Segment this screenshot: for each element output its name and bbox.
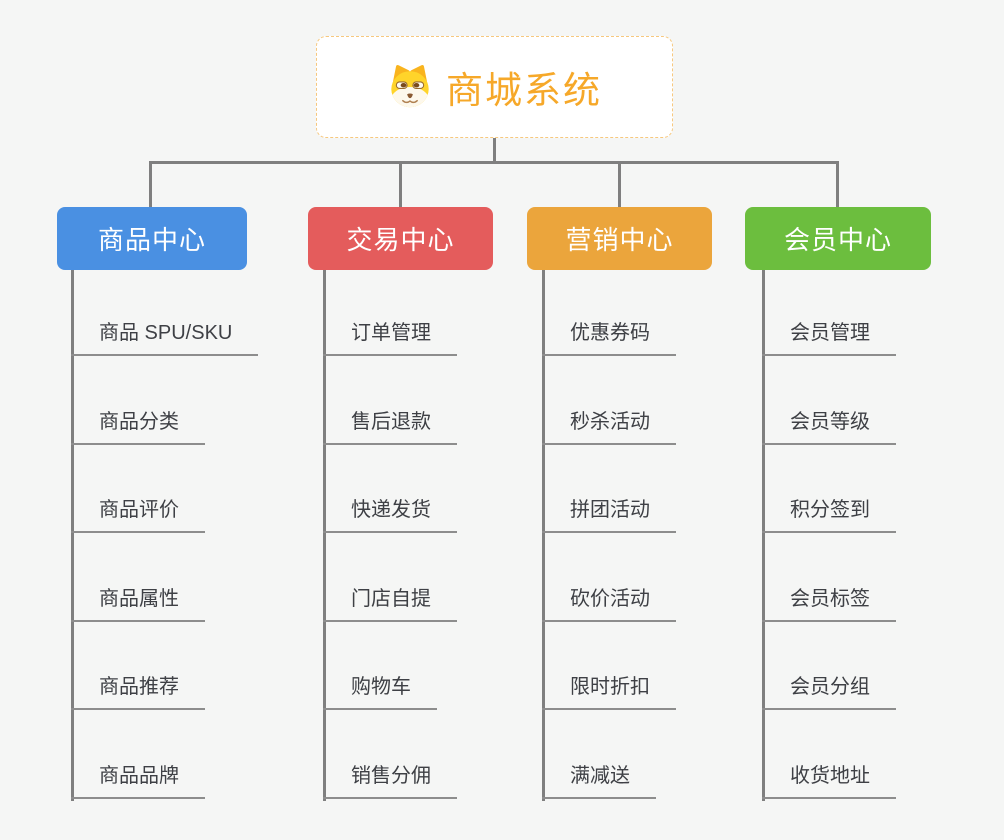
leaf-node[interactable]: 会员管理 [762, 320, 896, 356]
leaf-node[interactable]: 商品评价 [71, 497, 205, 533]
branch-drop-line [399, 161, 402, 209]
leaf-node[interactable]: 收货地址 [762, 763, 896, 799]
branch-trunk-line [542, 270, 545, 801]
branch-drop-line [618, 161, 621, 209]
leaf-node[interactable]: 售后退款 [323, 409, 457, 445]
leaf-node[interactable]: 积分签到 [762, 497, 896, 533]
branch-node-label: 会员中心 [783, 225, 892, 255]
branch-trunk-line [762, 270, 765, 801]
branch-drop-line [836, 161, 839, 209]
root-node[interactable]: 商城系统 [316, 36, 673, 138]
leaf-node[interactable]: 满减送 [542, 763, 656, 799]
branch-node-label: 商品中心 [97, 225, 206, 255]
dog-face-icon [387, 65, 433, 109]
branch-node-label: 交易中心 [346, 225, 455, 255]
leaf-node[interactable]: 商品分类 [71, 409, 205, 445]
branch-trunk-line [323, 270, 326, 801]
horizontal-connector-line [149, 161, 839, 164]
leaf-node[interactable]: 订单管理 [323, 320, 457, 356]
branch-drop-line [149, 161, 152, 209]
root-node-label: 商城系统 [446, 70, 602, 111]
branch-node-member-center[interactable]: 会员中心 [745, 207, 931, 270]
leaf-node[interactable]: 商品推荐 [71, 674, 205, 710]
leaf-node[interactable]: 秒杀活动 [542, 409, 676, 445]
leaf-node[interactable]: 拼团活动 [542, 497, 676, 533]
leaf-node[interactable]: 会员标签 [762, 586, 896, 622]
branch-trunk-line [71, 270, 74, 801]
leaf-node[interactable]: 会员分组 [762, 674, 896, 710]
root-connector-line [493, 138, 496, 164]
leaf-node[interactable]: 商品品牌 [71, 763, 205, 799]
leaf-node[interactable]: 快递发货 [323, 497, 457, 533]
leaf-node[interactable]: 门店自提 [323, 586, 457, 622]
leaf-node[interactable]: 优惠券码 [542, 320, 676, 356]
leaf-node[interactable]: 销售分佣 [323, 763, 457, 799]
leaf-node[interactable]: 购物车 [323, 674, 437, 710]
leaf-node[interactable]: 商品属性 [71, 586, 205, 622]
leaf-node[interactable]: 商品 SPU/SKU [71, 320, 259, 356]
branch-node-label: 营销中心 [565, 225, 674, 255]
leaf-node[interactable]: 限时折扣 [542, 674, 676, 710]
leaf-node[interactable]: 砍价活动 [542, 586, 676, 622]
leaf-node[interactable]: 会员等级 [762, 409, 896, 445]
branch-node-trade-center[interactable]: 交易中心 [308, 207, 493, 270]
branch-node-marketing-center[interactable]: 营销中心 [527, 207, 712, 270]
branch-node-product-center[interactable]: 商品中心 [57, 207, 247, 270]
